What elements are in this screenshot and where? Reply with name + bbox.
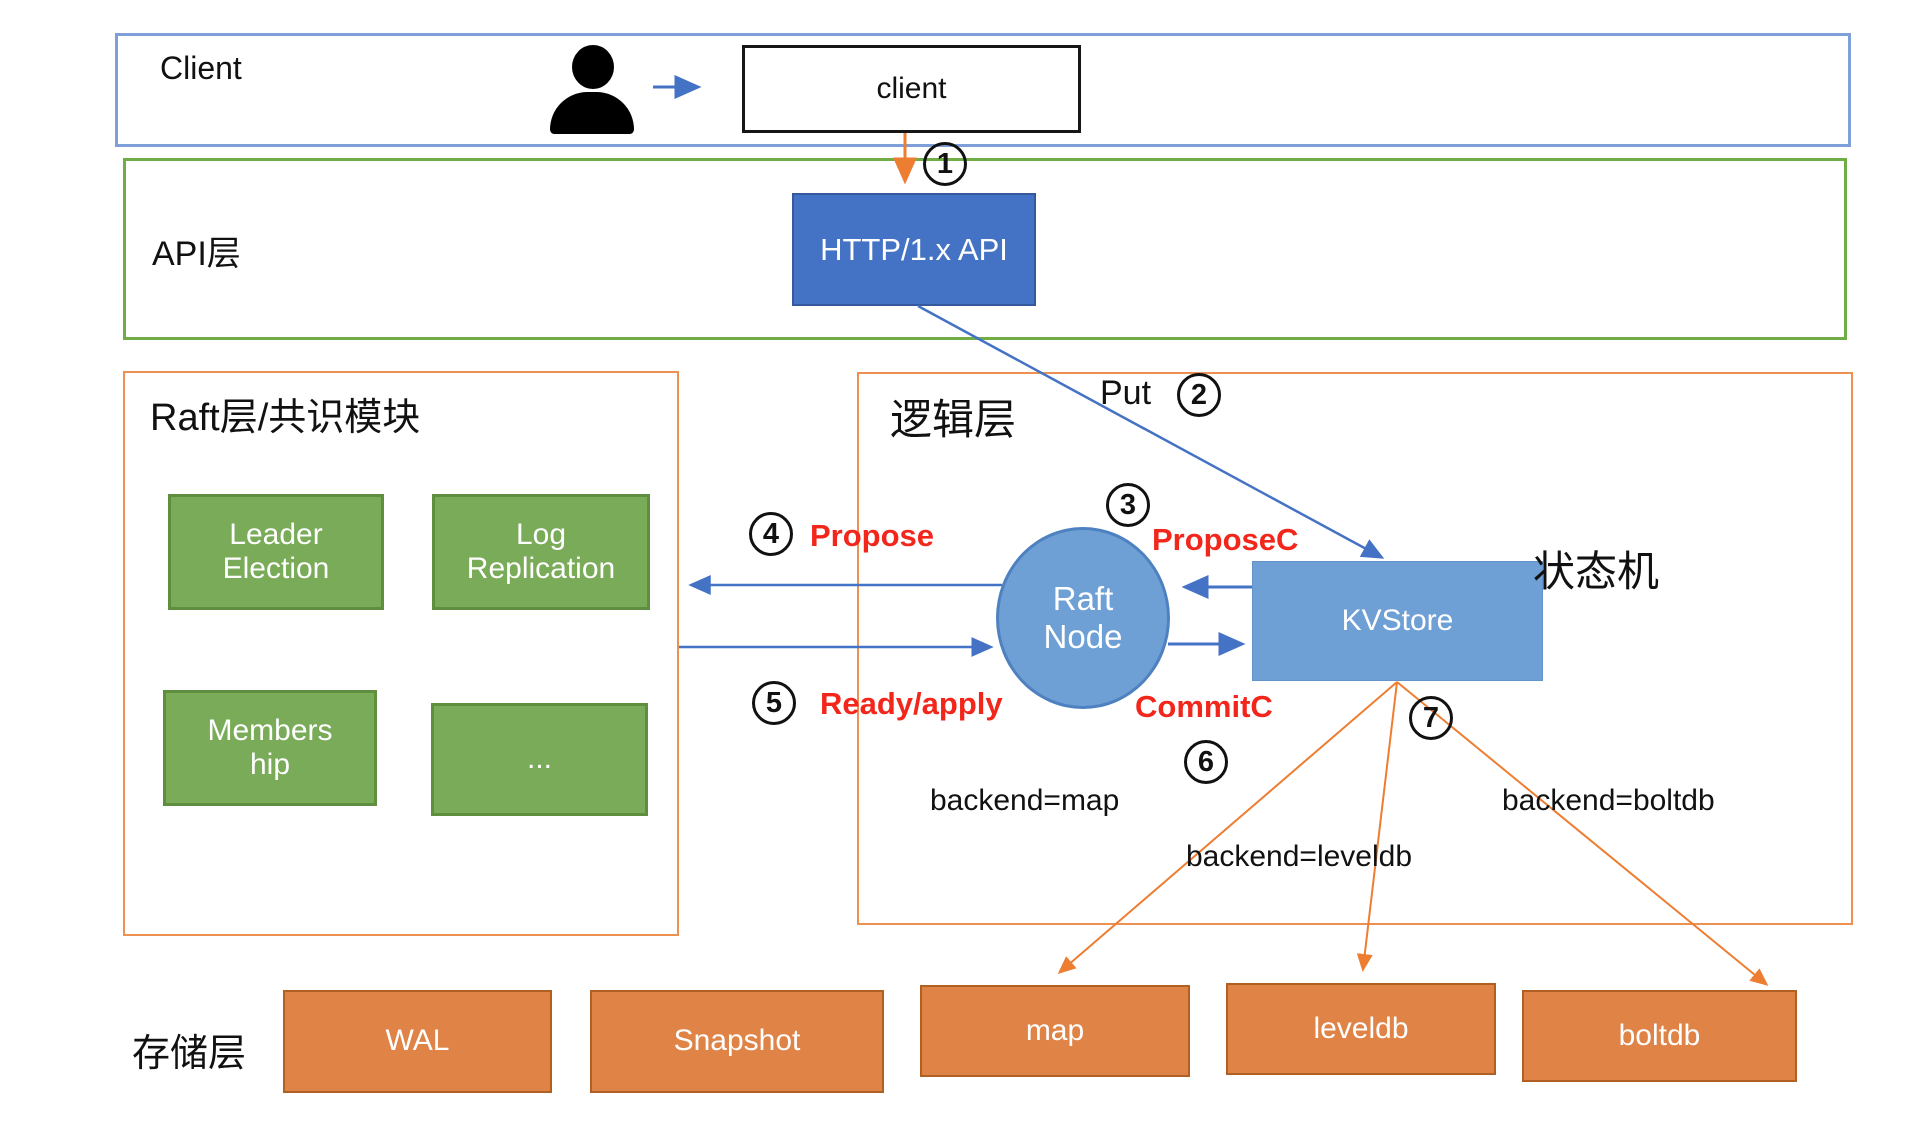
module-label: Members — [207, 713, 333, 747]
module-label: Log — [515, 517, 567, 551]
module-label: Leader — [229, 517, 323, 551]
client-layer-box — [115, 33, 1851, 147]
propose-c-label: ProposeC — [1152, 522, 1299, 557]
ready-apply-label: Ready/apply — [820, 686, 1003, 721]
module-label: Replication — [466, 552, 616, 585]
storage-map: map — [920, 985, 1190, 1077]
backend-boltdb-label: backend=boltdb — [1502, 784, 1715, 817]
user-icon-head — [572, 45, 614, 89]
raft-layer-box — [123, 371, 679, 936]
logic-layer-label: 逻辑层 — [890, 396, 1017, 443]
client-layer-label: Client — [160, 50, 242, 86]
storage-layer-label: 存储层 — [132, 1033, 247, 1075]
step-2-badge: 2 — [1177, 373, 1221, 417]
user-icon — [550, 42, 635, 134]
storage-snapshot: Snapshot — [590, 990, 884, 1093]
module-label: hip — [249, 748, 291, 781]
put-label: Put — [1100, 374, 1152, 412]
client-node-label: client — [876, 71, 947, 105]
user-icon-body — [550, 92, 634, 134]
storage-leveldb: leveldb — [1226, 983, 1496, 1075]
step-5-badge: 5 — [752, 681, 796, 725]
storage-label: map — [1025, 1013, 1085, 1047]
storage-boltdb: boltdb — [1522, 990, 1797, 1082]
backend-leveldb-label: backend=leveldb — [1186, 840, 1413, 873]
module-membership: Members hip — [163, 690, 377, 806]
commit-c-label: CommitC — [1135, 689, 1273, 724]
step-4-badge: 4 — [749, 512, 793, 556]
module-label: ... — [526, 742, 552, 776]
kvstore-node: KVStore — [1252, 561, 1543, 681]
api-layer-label: API层 — [152, 235, 241, 273]
storage-wal: WAL — [283, 990, 552, 1093]
step-3-badge: 3 — [1106, 483, 1150, 527]
propose-label: Propose — [810, 518, 935, 553]
http-api-label: HTTP/1.x API — [820, 231, 1008, 267]
kvstore-label: KVStore — [1341, 603, 1454, 637]
raft-layer-label: Raft层/共识模块 — [150, 397, 421, 439]
module-leader-election: Leader Election — [168, 494, 384, 610]
raft-node-label-line1: Raft — [1052, 580, 1114, 618]
state-machine-label: 状态机 — [1533, 548, 1660, 595]
raft-node: Raft Node — [996, 527, 1170, 709]
module-log-replication: Log Replication — [432, 494, 650, 610]
storage-label: leveldb — [1313, 1011, 1409, 1045]
module-label: Election — [222, 552, 330, 585]
storage-label: boltdb — [1618, 1018, 1701, 1052]
http-api-node: HTTP/1.x API — [792, 193, 1036, 306]
step-1-badge: 1 — [923, 142, 967, 186]
raft-node-label-line2: Node — [1043, 618, 1123, 655]
step-7-badge: 7 — [1409, 696, 1453, 740]
storage-label: WAL — [385, 1024, 450, 1058]
storage-label: Snapshot — [673, 1024, 801, 1058]
backend-map-label: backend=map — [930, 784, 1120, 817]
module-ellipsis: ... — [431, 703, 648, 816]
step-6-badge: 6 — [1184, 740, 1228, 784]
client-node: client — [742, 45, 1081, 133]
